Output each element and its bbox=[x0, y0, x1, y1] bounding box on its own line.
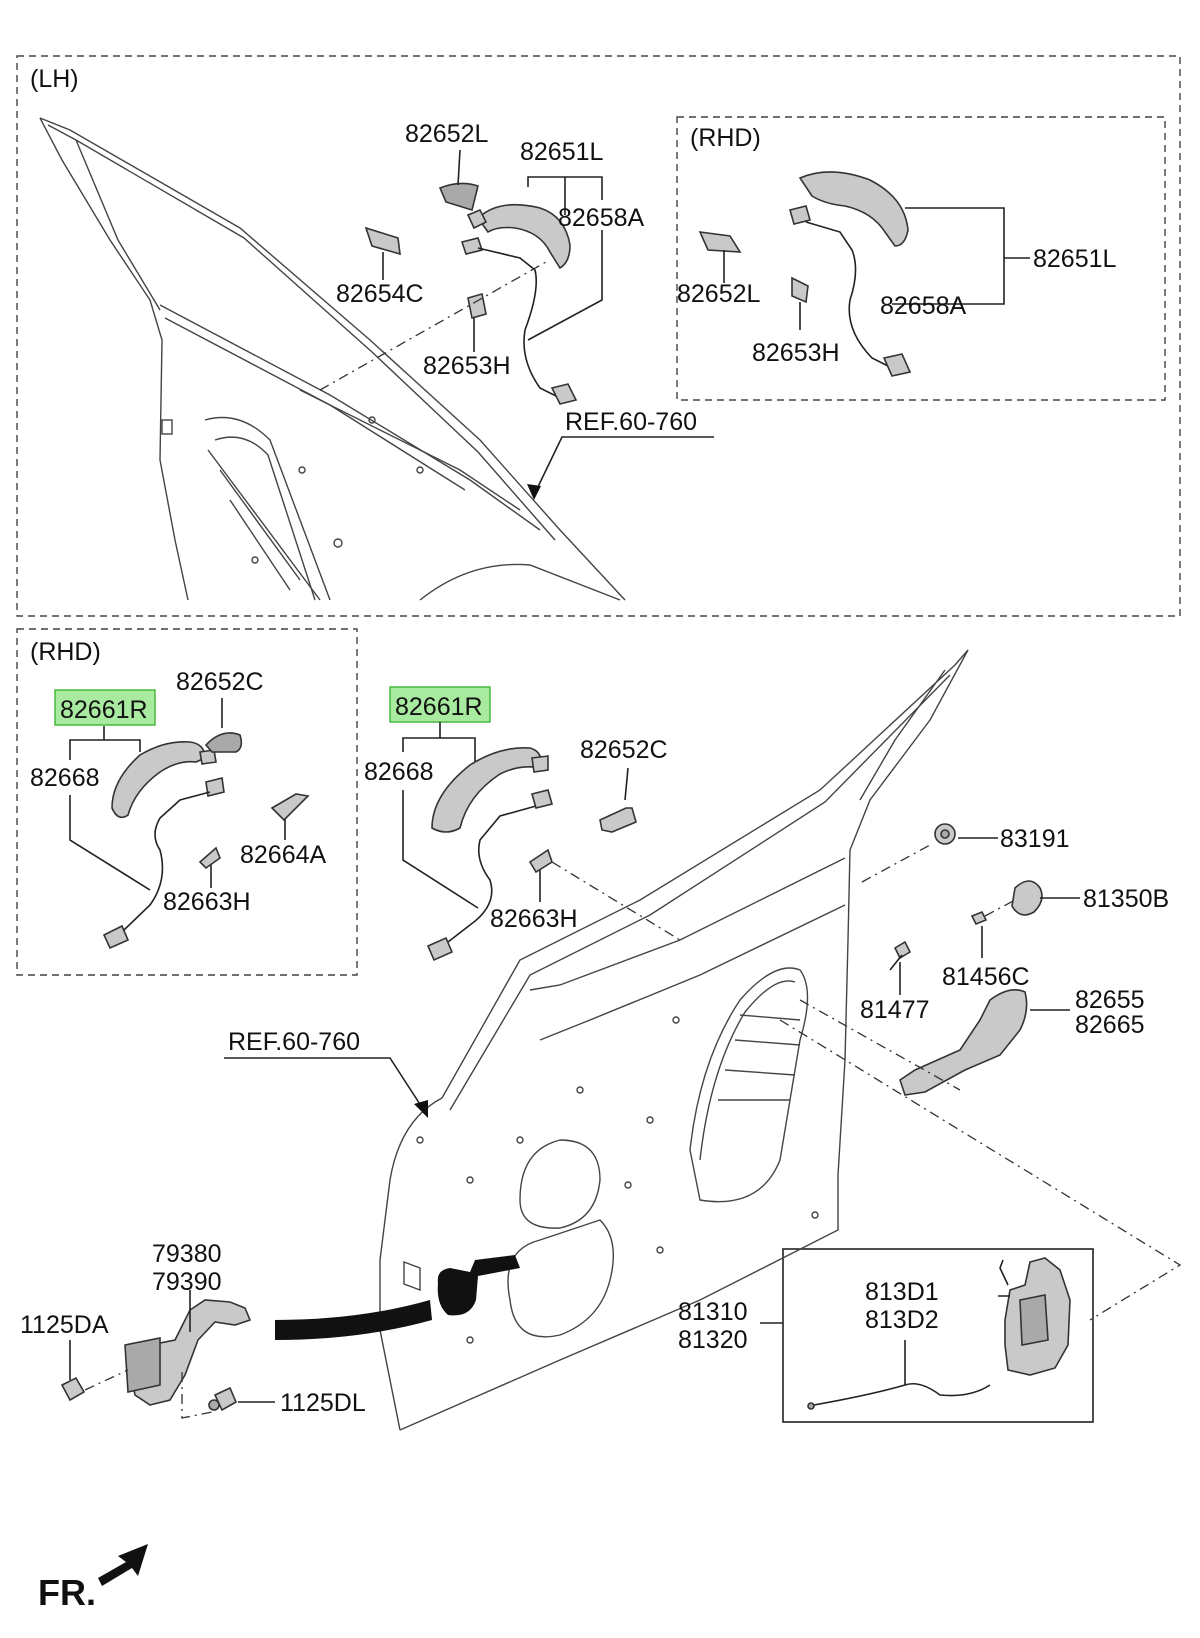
rhd-bottom-section-box bbox=[16, 628, 358, 976]
gasket-82663H-rhd bbox=[198, 846, 221, 870]
door-handle-cover-82652L-lh bbox=[438, 182, 479, 212]
grommet-assembly-line bbox=[861, 844, 931, 883]
gasket-82664A bbox=[270, 793, 310, 822]
label-82665: 82665 bbox=[1075, 1011, 1145, 1039]
bolt-1125DL-line bbox=[181, 1372, 213, 1419]
door-handle-cover-82652C-main bbox=[599, 807, 637, 833]
label-82651L-rhd: 82651L bbox=[1033, 245, 1117, 273]
label-82658A-rhd: 82658A bbox=[880, 292, 967, 320]
label-82652C-rhd: 82652C bbox=[176, 668, 264, 696]
label-81310: 81310 bbox=[678, 1298, 748, 1326]
highlight-82661R-main bbox=[389, 686, 491, 723]
outside-handle-82661R-rhd bbox=[111, 740, 217, 819]
label-82661R-rhd: 82661R bbox=[60, 696, 148, 724]
bolt-assembly-line bbox=[984, 899, 1016, 917]
front-door-outline-top bbox=[39, 117, 626, 601]
gasket-82653H-rhd bbox=[791, 276, 809, 304]
label-1125DL: 1125DL bbox=[280, 1389, 366, 1417]
outside-handle-82661R-main bbox=[431, 747, 549, 833]
rhd-bottom-section-title: (RHD) bbox=[30, 638, 101, 666]
label-81320: 81320 bbox=[678, 1326, 748, 1354]
outside-handle-82651L-lh bbox=[466, 203, 571, 270]
front-door-outline-bottom bbox=[379, 649, 969, 1431]
handle-sensor-cable-82668-main bbox=[426, 789, 553, 962]
label-81350B: 81350B bbox=[1083, 885, 1169, 913]
checker-mount bbox=[437, 1255, 520, 1316]
label-81456C: 81456C bbox=[942, 963, 1030, 991]
door-handle-cover-82652C-rhd bbox=[204, 732, 243, 753]
gasket-82663H-main bbox=[528, 848, 553, 874]
label-82664A: 82664A bbox=[240, 841, 327, 869]
latch-cable-813D1 bbox=[807, 1382, 991, 1410]
label-82663H-main: 82663H bbox=[490, 905, 578, 933]
bolt-1125DL bbox=[208, 1386, 238, 1412]
label-82654C: 82654C bbox=[336, 280, 424, 308]
label-82663H-rhd: 82663H bbox=[163, 888, 251, 916]
inside-handle-bracket-82655 bbox=[899, 989, 1028, 1096]
label-82651L-lh: 82651L bbox=[520, 138, 604, 166]
bolt-1125DA-line bbox=[84, 1369, 129, 1391]
grommet-83191 bbox=[934, 823, 956, 845]
latch-assembly-line bbox=[779, 1019, 1182, 1321]
highlight-82661R-rhd bbox=[54, 689, 156, 726]
door-checker-79380 bbox=[124, 1299, 252, 1406]
handle-sensor-cable-82658A-lh bbox=[460, 237, 578, 405]
label-ref-60-760-top: REF.60-760 bbox=[565, 408, 697, 436]
label-82655: 82655 bbox=[1075, 986, 1145, 1014]
checker-link-arrow bbox=[275, 1300, 432, 1340]
main-handle-assembly-line bbox=[551, 861, 681, 941]
lh-section-title: (LH) bbox=[30, 65, 79, 93]
handle-sensor-cable-82668-rhd bbox=[102, 777, 225, 950]
lh-section-box bbox=[16, 55, 1181, 617]
label-82668-main: 82668 bbox=[364, 758, 434, 786]
front-direction-arrow-icon bbox=[98, 1544, 148, 1586]
label-83191: 83191 bbox=[1000, 825, 1070, 853]
rhd-top-section-box bbox=[676, 116, 1166, 401]
label-1125DA: 1125DA bbox=[20, 1311, 109, 1339]
gasket-82654C bbox=[364, 226, 401, 256]
label-82652C-main: 82652C bbox=[580, 736, 668, 764]
lock-cover-81350B bbox=[1011, 880, 1043, 916]
label-82652L-rhd: 82652L bbox=[677, 280, 761, 308]
rhd-top-section-title: (RHD) bbox=[690, 124, 761, 152]
outside-handle-82651L-rhd bbox=[789, 171, 909, 247]
label-813D2: 813D2 bbox=[865, 1306, 939, 1334]
handle-sensor-cable-82658A-rhd bbox=[805, 221, 912, 377]
door-latch-81310 bbox=[998, 1257, 1071, 1376]
label-79390: 79390 bbox=[152, 1268, 222, 1296]
label-82658A-lh: 82658A bbox=[558, 204, 645, 232]
label-82653H-lh: 82653H bbox=[423, 352, 511, 380]
label-82653H-rhd: 82653H bbox=[752, 339, 840, 367]
label-82652L-lh: 82652L bbox=[405, 120, 489, 148]
inside-handle-assembly-line bbox=[799, 999, 961, 1091]
latch-detail-box bbox=[782, 1248, 1094, 1423]
bolt-81477 bbox=[889, 940, 912, 971]
gasket-82653H-lh bbox=[467, 292, 487, 320]
label-82661R-main: 82661R bbox=[395, 693, 483, 721]
bolt-1125DA bbox=[60, 1376, 86, 1402]
label-ref-60-760-bottom: REF.60-760 bbox=[228, 1028, 360, 1056]
label-79380: 79380 bbox=[152, 1240, 222, 1268]
bolt-81456C bbox=[970, 910, 988, 926]
front-direction-label: FR. bbox=[38, 1572, 96, 1613]
door-handle-cover-82652L-rhd bbox=[698, 231, 742, 253]
label-813D1: 813D1 bbox=[865, 1278, 939, 1306]
label-82668-rhd: 82668 bbox=[30, 764, 100, 792]
label-81477: 81477 bbox=[860, 996, 930, 1024]
